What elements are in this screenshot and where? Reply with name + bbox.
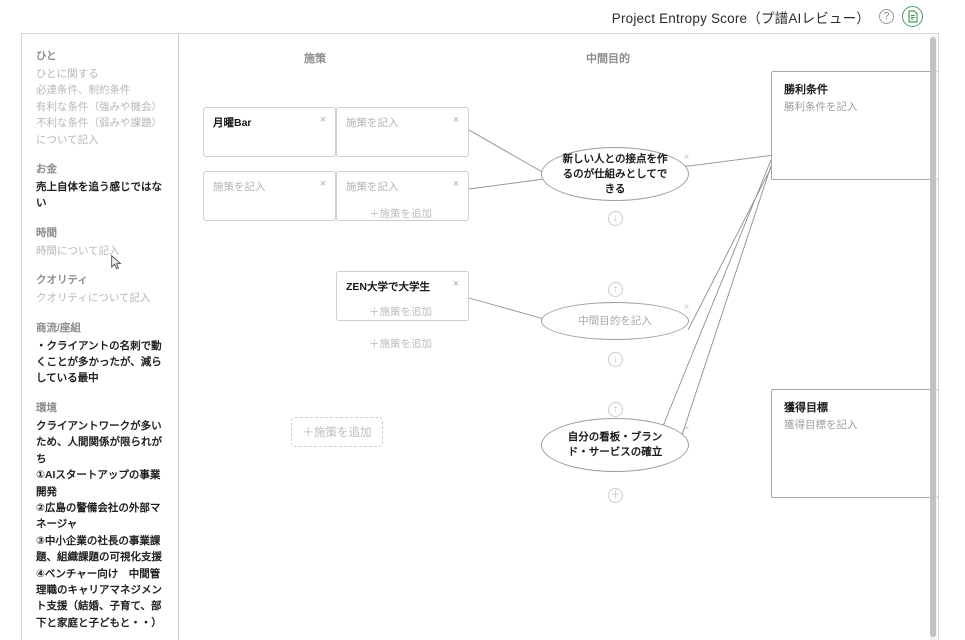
measure-card[interactable]: 施策を記入 ×: [336, 107, 469, 157]
mouse-cursor: [111, 255, 122, 270]
close-icon[interactable]: ×: [319, 114, 327, 126]
vertical-scrollbar-thumb[interactable]: [929, 37, 936, 637]
add-measure-button[interactable]: ＋施策を追加: [291, 417, 383, 447]
acquisition-goal-title: 獲得目標: [784, 402, 828, 414]
add-objective-icon[interactable]: ＋: [608, 488, 623, 503]
victory-condition-title: 勝利条件: [784, 84, 828, 96]
measure-card[interactable]: 施策を記入 ×: [203, 171, 336, 221]
sidebar-group-title: 商流/座組: [36, 321, 81, 334]
sidebar-group-title: クオリティ: [36, 274, 88, 287]
measure-card[interactable]: ZEN大学で大学生 ×: [336, 271, 469, 321]
sidebar-group-body[interactable]: 時間について記入: [36, 244, 120, 257]
sidebar-group-title: ひと: [36, 50, 57, 62]
sidebar-group-body[interactable]: ・クライアントの名刺で動くことが多かったが、減らしている最中: [36, 339, 162, 385]
move-up-icon[interactable]: ↑: [608, 282, 623, 297]
close-icon[interactable]: ×: [452, 278, 460, 290]
sidebar-group-title: 環境: [36, 401, 57, 414]
close-icon[interactable]: ×: [319, 178, 327, 190]
add-measure-link[interactable]: ＋施策を追加: [369, 306, 432, 318]
sidebar-group-jikan[interactable]: 時間 時間について記入: [36, 225, 170, 259]
objective-node[interactable]: 自分の看板・ブランド・サービスの確立: [541, 418, 689, 472]
sidebar-group-title: お金: [36, 163, 57, 176]
measure-card-text[interactable]: ZEN大学で大学生: [346, 281, 430, 293]
add-measure-link[interactable]: ＋施策を追加: [369, 208, 432, 220]
document-icon[interactable]: [902, 6, 923, 27]
sidebar-group-okane[interactable]: お金 売上自体を追う感じではない: [36, 161, 170, 212]
sidebar-group-title: 時間: [36, 226, 57, 239]
close-icon[interactable]: ×: [452, 114, 460, 126]
acquisition-goal-box[interactable]: 獲得目標 獲得目標を記入: [771, 389, 938, 498]
close-icon[interactable]: ×: [683, 152, 690, 163]
app-header: Project Entropy Score（プ譜AIレビュー） ?: [0, 0, 965, 33]
sidebar-group-body[interactable]: クオリティについて記入: [36, 292, 151, 305]
measure-card-text[interactable]: 施策を記入: [213, 181, 266, 193]
document-glyph: [907, 10, 918, 23]
sidebar-group-shoryu[interactable]: 商流/座組 ・クライアントの名刺で動くことが多かったが、減らしている最中: [36, 320, 170, 387]
objective-node[interactable]: 新しい人との接点を作るのが仕組みとしてできる: [541, 147, 689, 201]
victory-condition-placeholder[interactable]: 勝利条件を記入: [784, 101, 858, 113]
sidebar-group-body[interactable]: ひとに関する 必達条件、制約条件 有利な条件（強みや機会） 不利な条件（弱みや課…: [36, 68, 162, 146]
vertical-scrollbar-track[interactable]: [929, 35, 937, 640]
help-icon[interactable]: ?: [879, 9, 894, 24]
measure-card-text[interactable]: 施策を記入: [346, 117, 399, 129]
close-icon[interactable]: ×: [683, 423, 690, 434]
victory-condition-box[interactable]: 勝利条件 勝利条件を記入: [771, 71, 938, 180]
sidebar-group-quality[interactable]: クオリティ クオリティについて記入: [36, 272, 170, 306]
column-header-measures: 施策: [304, 53, 326, 65]
objective-node[interactable]: 中間目的を記入: [541, 302, 689, 340]
move-down-icon[interactable]: ↓: [608, 352, 623, 367]
measure-card-text[interactable]: 月曜Bar: [213, 117, 252, 129]
board-area: 施策 中間目的 月曜Bar × 施策を記入: [179, 34, 938, 640]
move-down-icon[interactable]: ↓: [608, 211, 623, 226]
move-up-icon[interactable]: ↑: [608, 402, 623, 417]
sidebar-group-body[interactable]: クライアントワークが多いため、人間関係が限られがち ①AIスタートアップの事業開…: [36, 419, 162, 629]
add-measure-link[interactable]: ＋施策を追加: [369, 338, 432, 350]
column-header-objectives: 中間目的: [586, 53, 630, 65]
context-sidebar: ひと ひとに関する 必達条件、制約条件 有利な条件（強みや機会） 不利な条件（弱…: [22, 34, 179, 640]
sidebar-group-hito[interactable]: ひと ひとに関する 必達条件、制約条件 有利な条件（強みや機会） 不利な条件（弱…: [36, 48, 170, 148]
measure-card[interactable]: 施策を記入 ×: [336, 171, 469, 221]
measure-card-text[interactable]: 施策を記入: [346, 181, 399, 193]
board-canvas: ひと ひとに関する 必達条件、制約条件 有利な条件（強みや機会） 不利な条件（弱…: [21, 33, 939, 640]
close-icon[interactable]: ×: [683, 302, 690, 313]
measure-card[interactable]: 月曜Bar ×: [203, 107, 336, 157]
sidebar-group-kankyo[interactable]: 環境 クライアントワークが多いため、人間関係が限られがち ①AIスタートアップの…: [36, 400, 170, 631]
sidebar-group-body[interactable]: 売上自体を追う感じではない: [36, 181, 162, 210]
close-icon[interactable]: ×: [452, 178, 460, 190]
page-title: Project Entropy Score（プ譜AIレビュー）: [611, 10, 870, 26]
acquisition-goal-placeholder[interactable]: 獲得目標を記入: [784, 419, 858, 431]
